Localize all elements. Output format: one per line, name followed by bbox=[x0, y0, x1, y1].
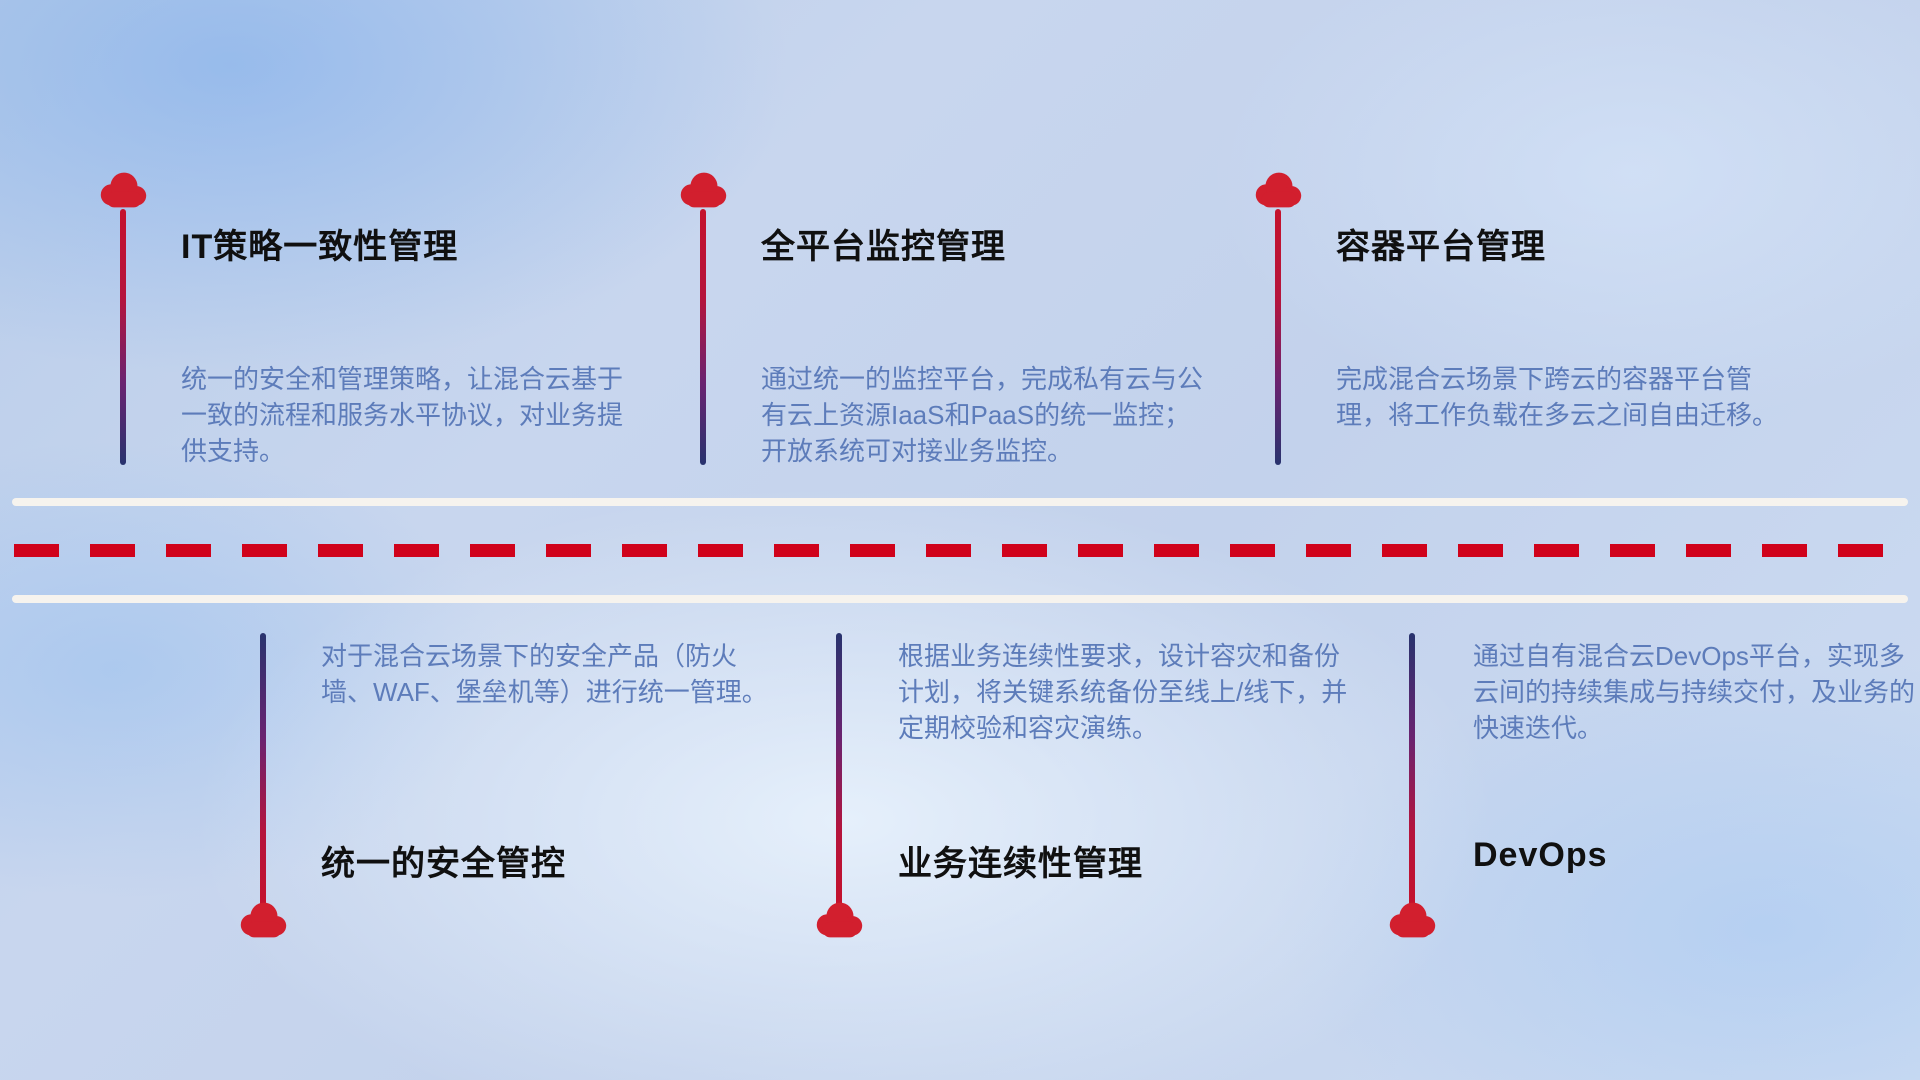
cloud-icon bbox=[100, 172, 147, 208]
item-description: 通过统一的监控平台，完成私有云与公有云上资源IaaS和PaaS的统一监控；开放系… bbox=[761, 364, 1204, 466]
item-description: 通过自有混合云DevOps平台，实现多云间的持续集成与持续交付，及业务的快速迭代… bbox=[1473, 641, 1916, 743]
connector-line bbox=[836, 633, 842, 909]
item-title: IT策略一致性管理 bbox=[181, 228, 459, 266]
item-description: 统一的安全和管理策略，让混合云基于一致的流程和服务水平协议，对业务提供支持。 bbox=[181, 364, 624, 466]
connector-line bbox=[120, 209, 126, 465]
road-solid-line-bottom bbox=[12, 595, 1908, 603]
item-unified-security-control: 对于混合云场景下的安全产品（防火墙、WAF、堡垒机等）进行统一管理。 统一的安全… bbox=[234, 633, 794, 953]
item-title: 业务连续性管理 bbox=[898, 845, 1143, 883]
item-description: 根据业务连续性要求，设计容灾和备份计划，将关键系统备份至线上/线下，并定期校验和… bbox=[898, 641, 1348, 743]
connector-line bbox=[700, 209, 706, 465]
road-dashed-line bbox=[14, 544, 1914, 557]
cloud-icon bbox=[1255, 172, 1302, 208]
connector-line bbox=[1275, 209, 1281, 465]
connector-line bbox=[1409, 633, 1415, 909]
cloud-icon bbox=[680, 172, 727, 208]
connector-line bbox=[260, 633, 266, 909]
item-title: DevOps bbox=[1473, 836, 1608, 874]
cloud-icon bbox=[816, 902, 863, 938]
item-business-continuity-management: 根据业务连续性要求，设计容灾和备份计划，将关键系统备份至线上/线下，并定期校验和… bbox=[810, 633, 1370, 953]
item-it-policy-management: IT策略一致性管理 统一的安全和管理策略，让混合云基于一致的流程和服务水平协议，… bbox=[94, 169, 654, 469]
item-description: 对于混合云场景下的安全产品（防火墙、WAF、堡垒机等）进行统一管理。 bbox=[321, 641, 768, 707]
item-devops: 通过自有混合云DevOps平台，实现多云间的持续集成与持续交付，及业务的快速迭代… bbox=[1383, 633, 1920, 953]
item-container-platform-management: 容器平台管理 完成混合云场景下跨云的容器平台管理，将工作负载在多云之间自由迁移。 bbox=[1249, 169, 1809, 469]
cloud-icon bbox=[1389, 902, 1436, 938]
item-description: 完成混合云场景下跨云的容器平台管理，将工作负载在多云之间自由迁移。 bbox=[1336, 364, 1779, 430]
road-solid-line-top bbox=[12, 498, 1908, 506]
item-title: 全平台监控管理 bbox=[761, 228, 1006, 266]
cloud-icon bbox=[240, 902, 287, 938]
item-title: 容器平台管理 bbox=[1336, 228, 1546, 266]
item-full-platform-monitoring: 全平台监控管理 通过统一的监控平台，完成私有云与公有云上资源IaaS和PaaS的… bbox=[674, 169, 1234, 469]
item-title: 统一的安全管控 bbox=[321, 845, 566, 883]
